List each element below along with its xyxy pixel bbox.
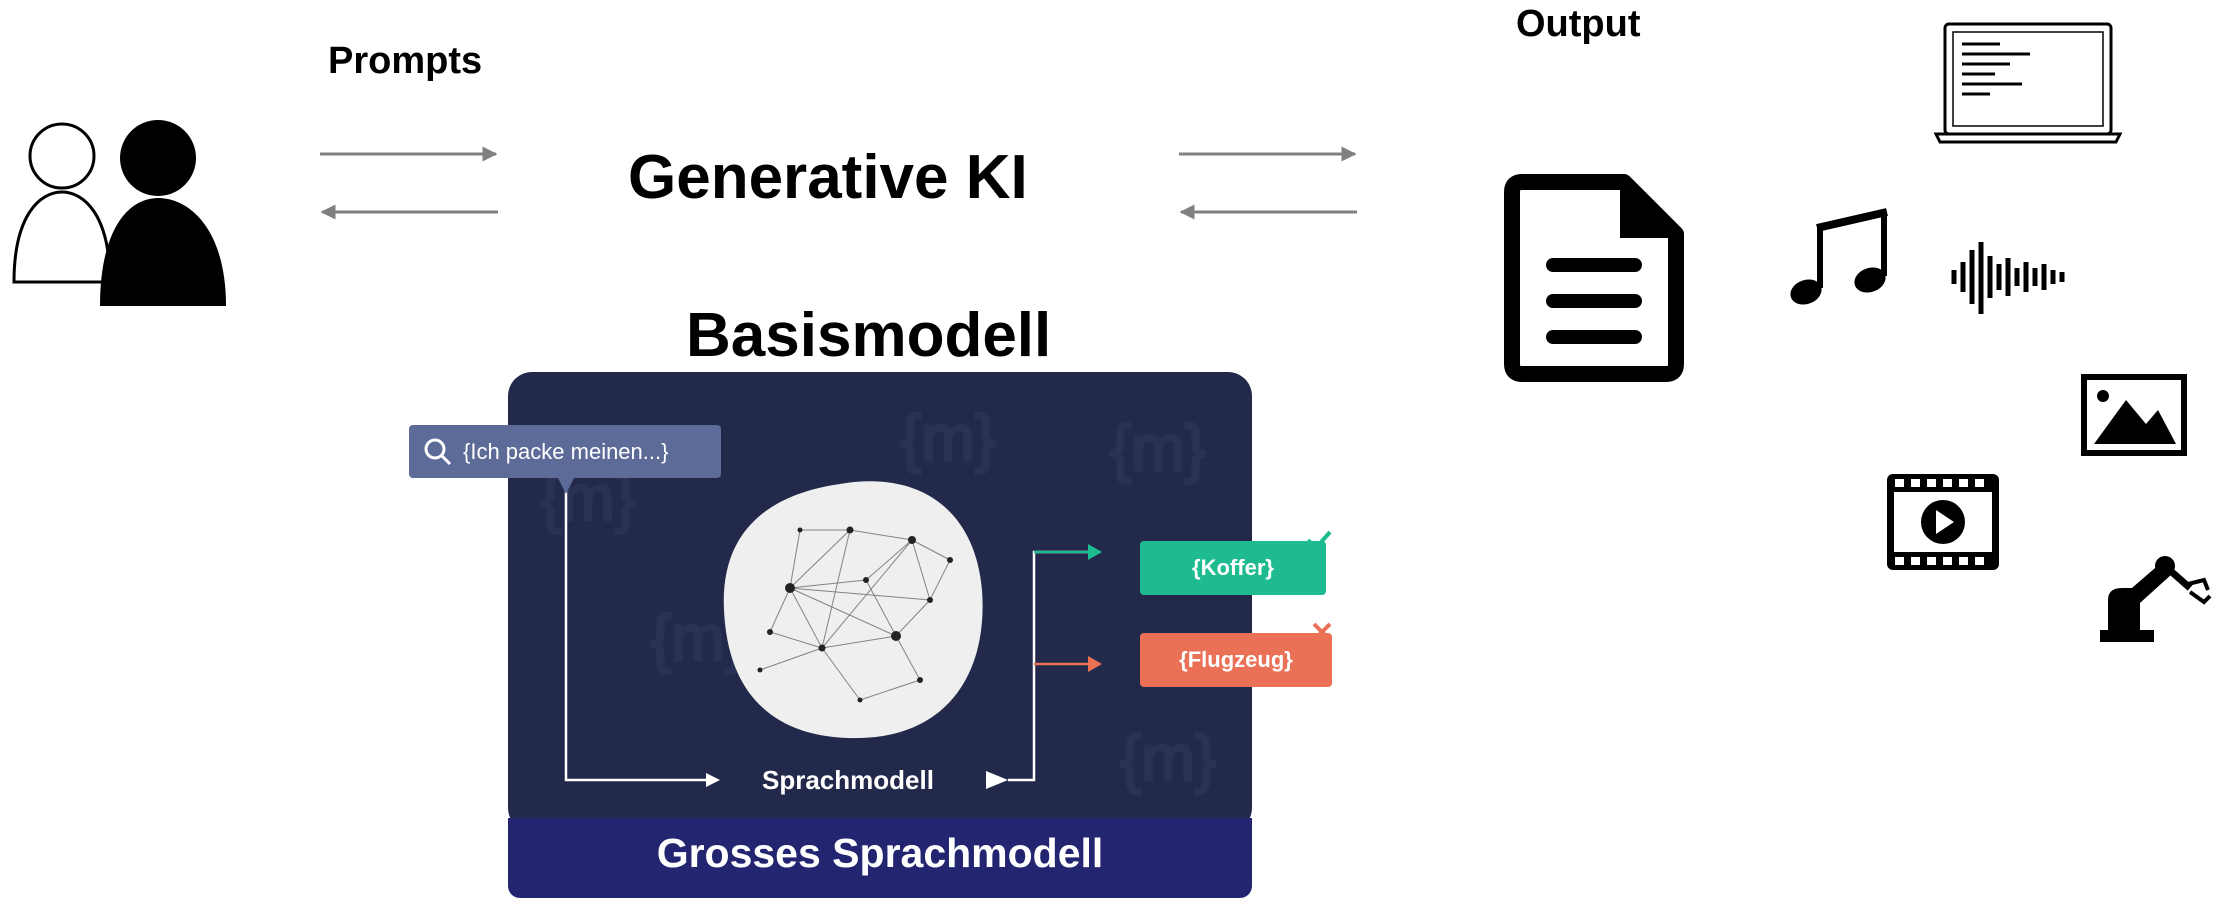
search-text: {Ich packe meinen...} xyxy=(463,438,669,464)
laptop-icon xyxy=(1933,22,2123,144)
svg-text:{m}: {m} xyxy=(1120,722,1216,794)
document-icon xyxy=(1504,174,1684,382)
flugzeug-chip: {Flugzeug} xyxy=(1140,633,1332,687)
svg-text:{m}: {m} xyxy=(900,402,996,474)
output-arrows xyxy=(1179,146,1357,220)
search-icon xyxy=(424,438,452,465)
generative-ki-title: Generative KI xyxy=(628,143,1028,212)
basismodell-title: Basismodell xyxy=(686,301,1052,370)
search-chip: {Ich packe meinen...} xyxy=(409,425,721,478)
model-panel: {m} {m} {m} {m} {m} xyxy=(508,372,1252,832)
users-icon xyxy=(12,120,226,306)
sprachmodell-label: Sprachmodell xyxy=(762,765,934,795)
image-icon xyxy=(2081,374,2187,456)
panel-bottom-band xyxy=(508,818,1252,898)
network-nodes xyxy=(757,526,953,703)
output-label: Output xyxy=(1516,3,1641,45)
svg-text:{m}: {m} xyxy=(1110,412,1206,484)
sound-wave-icon xyxy=(1951,242,2065,314)
prompt-arrows xyxy=(320,146,498,220)
robot-arm-icon xyxy=(2100,556,2212,642)
prompts-label: Prompts xyxy=(328,40,483,82)
network-lines xyxy=(759,529,951,701)
koffer-chip: {Koffer} xyxy=(1140,541,1326,595)
video-icon xyxy=(1887,474,1999,570)
music-note-icon xyxy=(1790,208,1888,305)
grosses-sprachmodell-label: Grosses Sprachmodell xyxy=(656,830,1104,876)
